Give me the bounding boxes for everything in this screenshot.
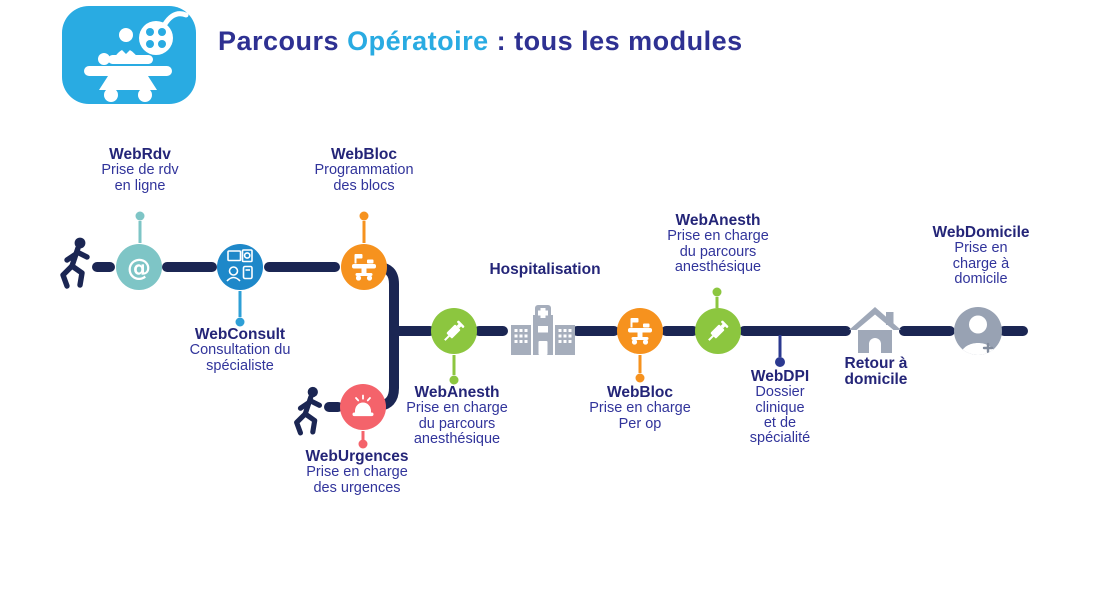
webanesth-pre-dot xyxy=(449,375,459,385)
module-name: WebUrgences xyxy=(305,448,409,465)
title-part2: Opératoire xyxy=(347,26,489,56)
webrdv-node: @ xyxy=(116,244,162,290)
page-title: Parcours Opératoire : tous les modules xyxy=(218,26,743,57)
teleconsultation-icon xyxy=(226,249,253,282)
at-sign-icon: @ xyxy=(127,254,151,282)
running-emergency-icon xyxy=(297,387,320,433)
hospital-icon xyxy=(511,305,575,355)
logo-lamp-holes xyxy=(122,28,166,54)
webanesth-post-dot xyxy=(712,287,722,297)
label-connectors xyxy=(138,221,782,440)
operating-table-logo-icon xyxy=(62,6,196,104)
webrdv-dot xyxy=(135,211,145,221)
webdomicile-node xyxy=(954,307,1002,355)
module-name: WebDPI xyxy=(750,368,810,385)
webbloc-perop-node xyxy=(617,308,663,354)
house-icon xyxy=(849,307,901,353)
module-name: Hospitalisation xyxy=(489,261,601,278)
weburgences-dot xyxy=(358,439,368,449)
webanesth-pre-node xyxy=(431,308,477,354)
weburgences-node xyxy=(340,384,386,430)
running-patient-icon xyxy=(63,238,87,286)
webbloc-prog-node xyxy=(341,244,387,290)
webconsult-dot xyxy=(235,317,245,327)
webbloc-prog-dot xyxy=(359,211,369,221)
header: Parcours Opératoire : tous les modules xyxy=(0,0,1098,115)
module-label-hospitalisation: Hospitalisation xyxy=(489,261,601,278)
module-name: WebBloc xyxy=(330,146,398,163)
webdpi-dot xyxy=(775,357,785,367)
module-name: WebDomicile xyxy=(932,224,1030,241)
module-name: WebAnesth xyxy=(675,212,761,229)
title-part3: : tous les modules xyxy=(496,26,743,56)
connector-dots xyxy=(135,211,785,449)
webbloc-perop-dot xyxy=(635,373,645,383)
module-name: WebBloc xyxy=(606,384,674,401)
title-part1: Parcours xyxy=(218,26,340,56)
module-name: WebRdv xyxy=(109,146,171,163)
webconsult-node xyxy=(217,244,263,290)
module-name: WebAnesth xyxy=(414,384,500,401)
siren-icon xyxy=(352,394,374,417)
module-name: WebConsult xyxy=(194,326,286,343)
webanesth-post-node xyxy=(695,308,741,354)
